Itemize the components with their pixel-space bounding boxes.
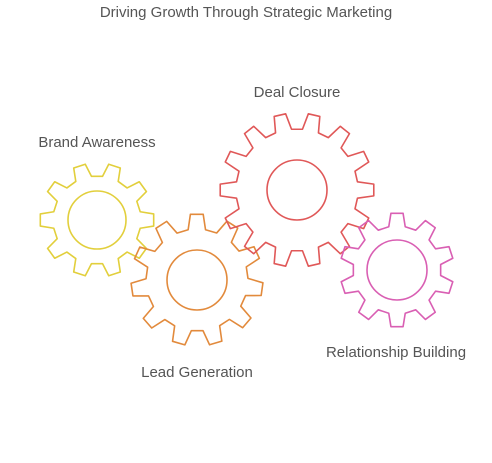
gear-relationship-building-hub <box>366 239 428 301</box>
gear-relationship-building-icon <box>340 212 454 328</box>
gear-lead-generation <box>130 213 264 346</box>
gear-brand-awareness <box>39 163 155 277</box>
diagram-title: Driving Growth Through Strategic Marketi… <box>100 4 392 21</box>
gear-brand-awareness-hub <box>67 190 127 250</box>
gear-brand-awareness-icon <box>39 163 155 277</box>
label-brand-awareness: Brand Awareness <box>38 134 155 151</box>
gear-lead-generation-hub <box>166 249 228 311</box>
gear-deal-closure-hub <box>266 159 328 221</box>
label-lead-generation: Lead Generation <box>141 364 253 381</box>
label-deal-closure: Deal Closure <box>254 84 341 101</box>
gear-relationship-building <box>340 212 454 328</box>
gear-lead-generation-icon <box>130 213 264 346</box>
gear-deal-closure-icon <box>219 113 375 267</box>
label-relationship-building: Relationship Building <box>326 344 466 361</box>
gear-deal-closure <box>219 113 375 267</box>
